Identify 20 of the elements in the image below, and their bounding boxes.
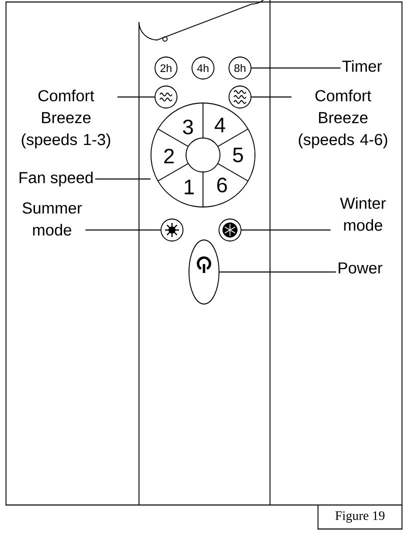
leader-line (251, 96, 292, 98)
callout-label: Timer (342, 60, 382, 72)
breeze-button (228, 86, 252, 108)
fan-speed-dial: 3 4 2 5 1 6 (150, 102, 256, 208)
leader-line (94, 178, 151, 180)
summer-button (160, 218, 184, 242)
timer-button: 2h (154, 56, 178, 80)
caption-box: Figure 19 (318, 504, 402, 530)
timer-button: 4h (192, 56, 214, 80)
callout-label: Summer mode (22, 202, 82, 236)
callout-label: Fan speed (20, 172, 93, 186)
winter-button (218, 218, 242, 242)
callout-label: Comfort Breeze (speeds 1-3) (22, 90, 110, 148)
power-button (188, 240, 220, 304)
leader-line (117, 96, 155, 98)
callout-label: Comfort Breeze (speeds 4-6) (298, 90, 388, 148)
callout-label: Winter mode (340, 197, 386, 231)
timer-button: 8h (228, 56, 252, 80)
callout-label: Power (338, 262, 382, 274)
breeze-button (154, 86, 178, 108)
